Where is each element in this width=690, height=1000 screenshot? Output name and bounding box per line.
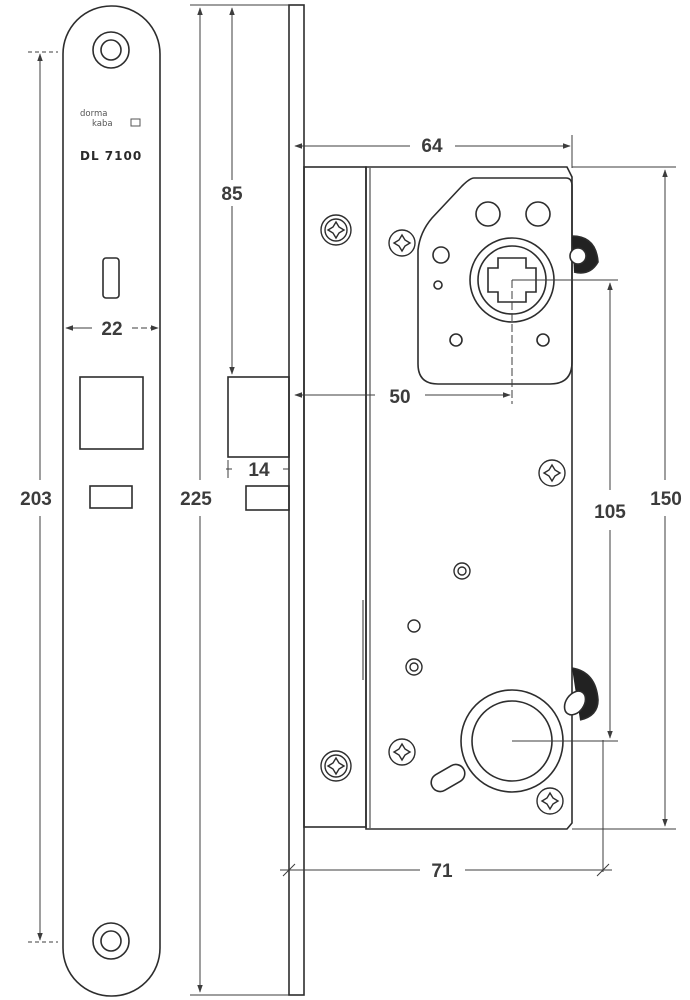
follower-plate [417,177,573,385]
brand-logo-mark [130,118,141,127]
dim-label-faceplate-width: 22 [101,319,122,340]
dim-label-case-depth: 64 [421,136,443,157]
brand-text-line2: kaba [92,119,113,129]
dim-label-overall-depth: 71 [431,861,453,882]
faceplate-slot [102,257,120,299]
faceplate-side-view [288,4,305,996]
brand-text-line1: dorma [80,109,107,119]
screw-case-3 [388,738,416,766]
bolt-throw-dimension [226,460,289,478]
bolt-opening [79,376,144,450]
latch-bolt [245,485,290,511]
center-distance-dimension [512,279,618,742]
case-depth-dimension [294,135,573,168]
screw-case-4 [536,787,564,815]
dim-label-center-distance: 105 [594,502,626,523]
length-dimension [190,4,289,996]
case-height-dimension [572,166,676,830]
faceplate-edge [288,4,305,996]
dim-label-top-to-bolt: 85 [221,184,243,205]
faceplate-outline [62,5,161,997]
screws [320,214,566,815]
case-body [365,166,573,830]
faceplate-front-view [62,5,161,997]
overall-depth-dimension [280,740,612,880]
rivets [405,562,471,676]
model-label: DL 7100 [80,149,142,163]
bolts-side-view [227,376,290,511]
screw-forend-bottom [320,750,352,782]
lugs [563,235,599,721]
dim-label-case-height: 150 [650,489,682,510]
top-screw-hole [92,31,130,69]
deadbolt [227,376,290,458]
hole-spacing-dimension [28,51,58,943]
dim-label-hole-spacing: 203 [20,489,52,510]
dim-label-backset: 50 [389,387,410,408]
screw-case-1 [388,229,416,257]
cylinder-hole [430,689,564,793]
dim-label-faceplate-length: 225 [180,489,212,510]
screw-case-2 [538,459,566,487]
bottom-screw-hole [92,922,130,960]
lock-case [303,166,573,830]
latch-opening [89,485,133,509]
dim-label-bolt-throw: 14 [248,460,270,481]
forend-plate [303,166,367,828]
backset-dimension [294,280,513,404]
screw-forend-top [320,214,352,246]
